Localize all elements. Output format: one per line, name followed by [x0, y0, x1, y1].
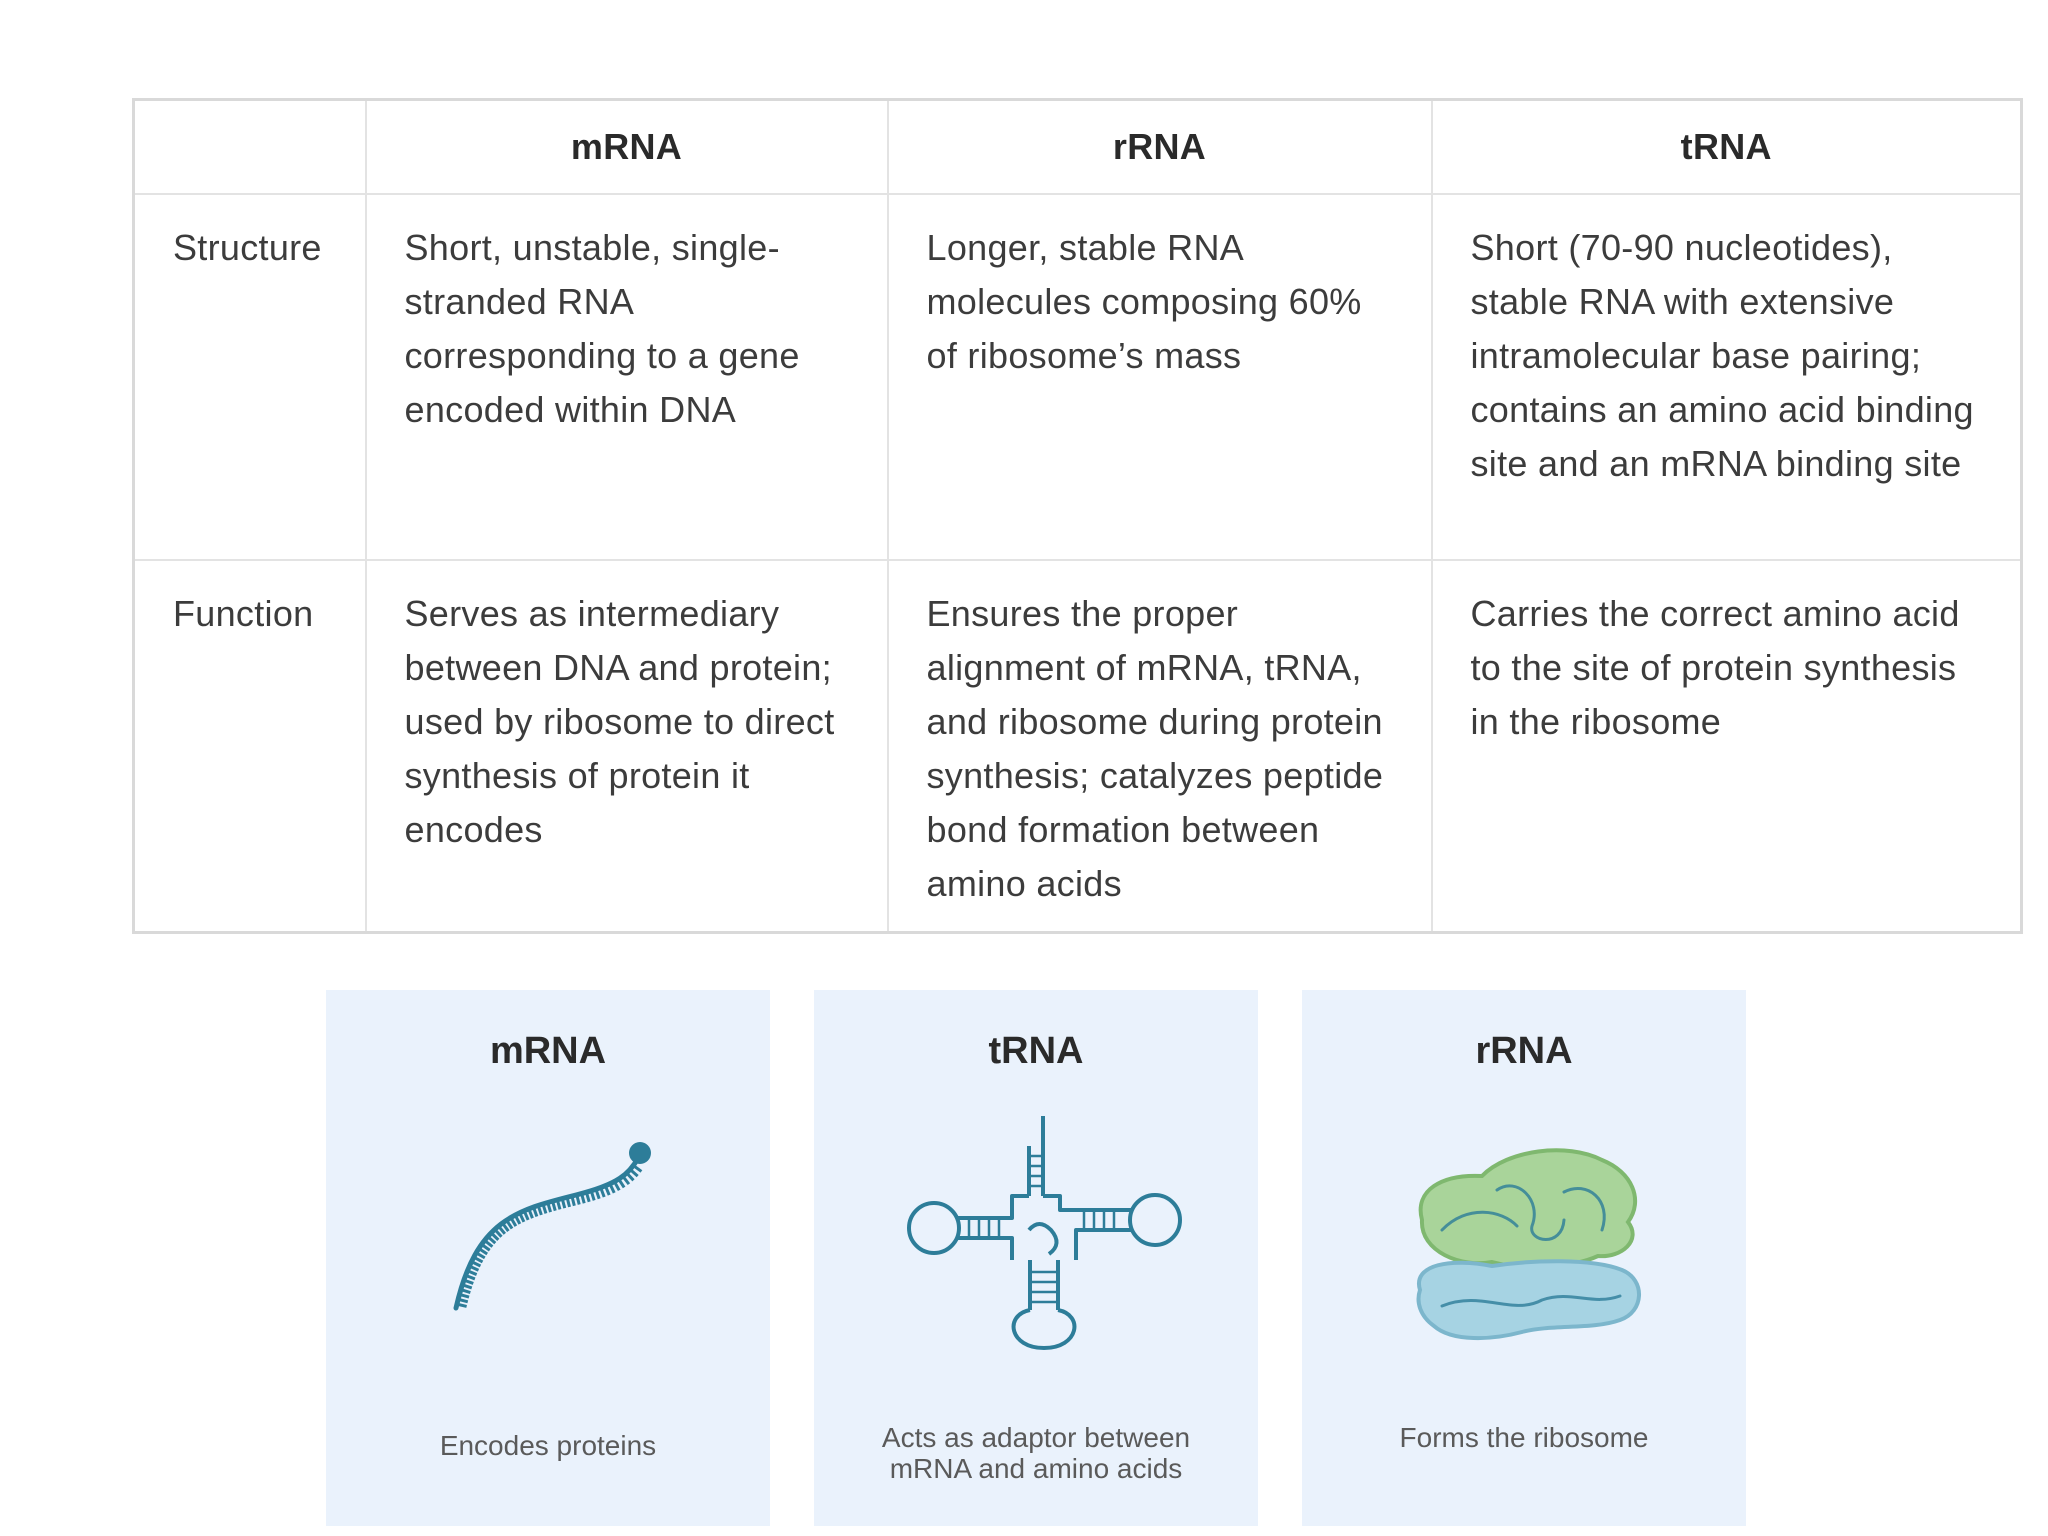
card-rrna: rRNA Forms the ribosome [1302, 990, 1746, 1526]
cell-function-mrna: Serves as intermediary between DNA and p… [364, 559, 889, 934]
card-rrna-caption: Forms the ribosome [1302, 1422, 1746, 1453]
cell-structure-trna: Short (70-90 nucleotides), stable RNA wi… [1430, 193, 2023, 561]
cell-structure-mrna: Short, unstable, single-stranded RNA cor… [364, 193, 889, 561]
rna-comparison-table: mRNA rRNA tRNA Structure Short, unstable… [132, 98, 2023, 934]
table-header-empty [132, 98, 367, 195]
card-mrna-caption: Encodes proteins [326, 1430, 770, 1461]
table-header-trna: tRNA [1430, 98, 2023, 195]
card-rrna-caption-line: Forms the ribosome [1399, 1422, 1649, 1453]
cell-structure-rrna: Longer, stable RNA molecules composing 6… [886, 193, 1433, 561]
card-trna: tRNA [814, 990, 1258, 1526]
table-row-structure: Structure Short, unstable, single-strand… [132, 193, 2023, 561]
table-header-row: mRNA rRNA tRNA [132, 98, 2023, 195]
card-trna-title: tRNA [988, 1030, 1084, 1072]
table-header-mrna: mRNA [364, 98, 889, 195]
card-trna-caption-line-1: Acts as adaptor between [881, 1422, 1191, 1453]
card-mrna-caption-line: Encodes proteins [439, 1430, 657, 1461]
table-row-function: Function Serves as intermediary between … [132, 559, 2023, 934]
card-trna-caption: Acts as adaptor between mRNA and amino a… [814, 1422, 1258, 1484]
cell-function-rrna: Ensures the proper alignment of mRNA, tR… [886, 559, 1433, 934]
cell-function-trna: Carries the correct amino acid to the si… [1430, 559, 2023, 934]
card-mrna: mRNA Encodes proteins [326, 990, 770, 1526]
card-trna-caption-line-2: mRNA and amino acids [889, 1453, 1183, 1484]
ribosome-icon [1416, 1148, 1641, 1340]
mrna-strand-icon [453, 1142, 651, 1311]
row-label-function: Function [132, 559, 367, 934]
trna-cloverleaf-icon [907, 1116, 1182, 1350]
row-label-structure: Structure [132, 193, 367, 561]
card-mrna-title: mRNA [489, 1030, 607, 1072]
card-rrna-title: rRNA [1475, 1030, 1573, 1072]
table-header-rrna: rRNA [886, 98, 1433, 195]
